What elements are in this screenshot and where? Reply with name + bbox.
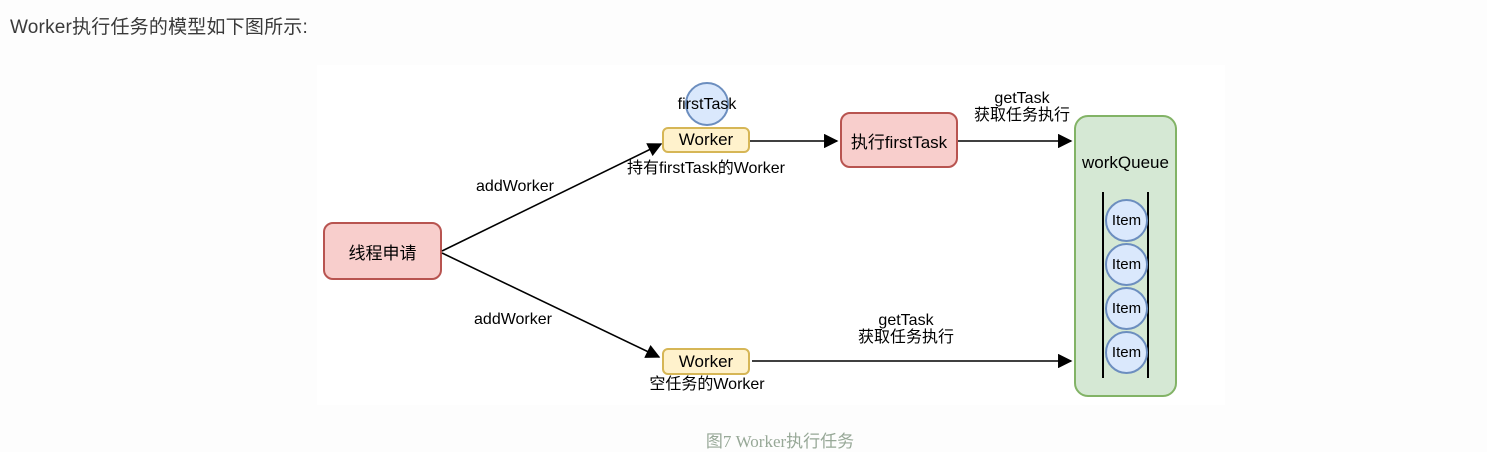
node-thread-request: 线程申请 [323,222,442,280]
queue-item-circle: Item [1105,287,1148,330]
node-exec-first-task: 执行firstTask [840,112,958,168]
figure-caption: 图7 Worker执行任务 [705,432,855,451]
gettask-bottom-line2: 获取任务执行 [857,329,955,346]
gettask-top-line1: getTask [994,90,1050,107]
diagram-canvas: 线程申请 Worker 执行firstTask Worker workQueue… [317,65,1225,405]
page-title: Worker执行任务的模型如下图所示: [10,17,308,38]
gettask-bottom-line1: getTask [878,312,934,329]
note-worker-bottom: 空任务的Worker [649,376,765,393]
edge-label-gettask-top: getTask 获取任务执行 [974,90,1070,124]
edge-label-addworker-top: addWorker [476,178,554,195]
work-queue-label: workQueue [1082,153,1169,172]
arrow-addworker-bottom [441,252,661,358]
note-worker-top: 持有firstTask的Worker [627,160,785,177]
node-worker-bottom: Worker [662,348,750,375]
queue-item-circle: Item [1105,331,1148,374]
queue-item-circle: Item [1105,243,1148,286]
queue-item-circle: Item [1105,199,1148,242]
gettask-top-line2: 获取任务执行 [973,107,1071,124]
node-worker-top: Worker [662,127,750,153]
edge-label-addworker-bottom: addWorker [474,311,552,328]
first-task-label: firstTask [677,96,737,113]
edge-label-gettask-bottom: getTask 获取任务执行 [858,312,954,346]
first-task-circle [685,82,729,126]
